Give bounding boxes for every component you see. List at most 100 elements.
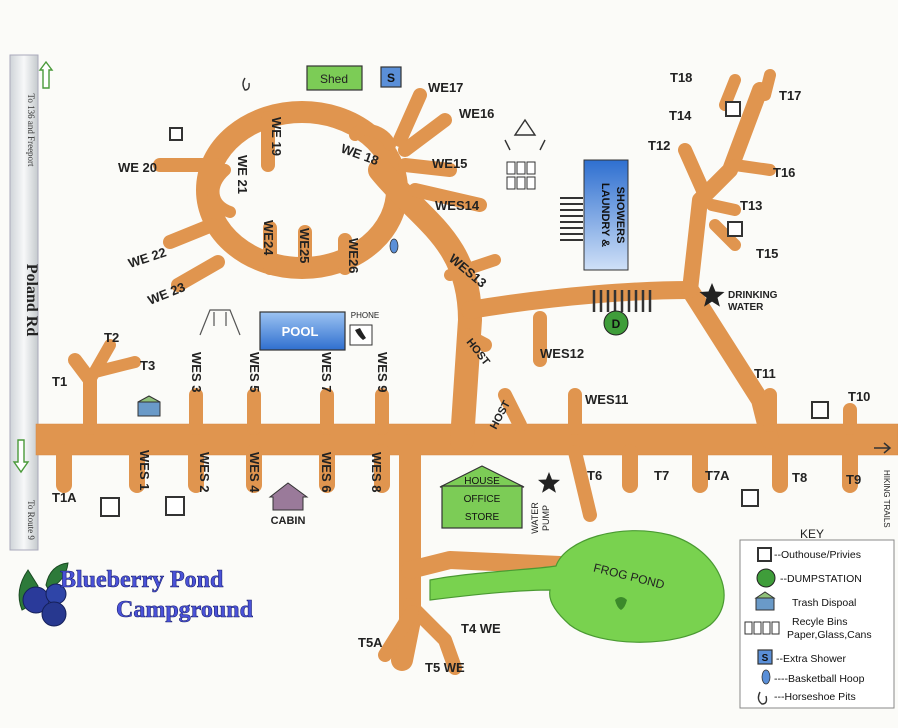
site-we25: WE25 [297, 228, 312, 263]
key-item-horseshoe: ---Horseshoe Pits [774, 691, 856, 703]
site-wes1: WES 1 [137, 450, 152, 490]
shower-letter: S [387, 71, 395, 85]
cabin: CABIN [268, 482, 309, 527]
hiking-label: HIKING TRAILS [882, 470, 891, 528]
road-south-note: To Route 9 [26, 500, 36, 540]
site-t16: T16 [773, 165, 795, 180]
cabin-label: CABIN [271, 515, 306, 527]
trash-disposal-icon [137, 395, 161, 417]
key-item-recycle-2: Paper,Glass,Cans [787, 629, 872, 641]
outhouse-icon [165, 496, 185, 516]
site-t14: T14 [669, 108, 692, 123]
frog-pond: FROG POND [429, 530, 725, 643]
site-we15: WE15 [432, 156, 467, 171]
drinking-water-star-icon [699, 283, 725, 307]
site-we16: WE16 [459, 106, 494, 121]
drinking-label: DRINKING [728, 290, 778, 301]
site-wes2: WES 2 [197, 452, 212, 492]
pool-label: POOL [282, 324, 319, 339]
site-we21: WE 21 [235, 155, 250, 194]
site-wes5: WES 5 [247, 352, 262, 392]
hiking-arrow-icon [874, 442, 892, 454]
outhouse-icons [100, 101, 829, 517]
key-item-recycle-1: Recyle Bins [792, 616, 847, 628]
site-t11: T11 [754, 366, 776, 381]
hiking-trails: HIKING TRAILS [874, 442, 892, 528]
site-t7a: T7A [705, 468, 730, 483]
outhouse-icon [100, 497, 120, 517]
swing-set-icon [199, 309, 241, 336]
shed-label: Shed [320, 72, 348, 86]
site-we26: WE26 [346, 238, 361, 273]
site-wes11: WES11 [585, 392, 628, 407]
site-t8: T8 [792, 470, 807, 485]
key-horseshoe-icon [757, 691, 768, 705]
shed: Shed [306, 65, 363, 91]
extra-shower: S [380, 66, 402, 88]
logo-line-1: Blueberry Pond [60, 567, 224, 593]
site-we19: WE 19 [269, 117, 284, 156]
campground-logo: Blueberry Pond Campground [18, 562, 254, 627]
site-t5: T5 WE [425, 660, 465, 675]
water-pump-label-1: WATER [530, 502, 540, 534]
site-t15: T15 [756, 246, 778, 261]
site-wes4: WES 4 [247, 452, 262, 493]
key-item-dumpstation: --DUMPSTATION [780, 573, 862, 585]
water-pump-label-2: PUMP [541, 505, 551, 531]
drinking-water: DRINKING WATER [699, 283, 778, 313]
house-office-store: HOUSE OFFICE STORE [439, 465, 525, 529]
outhouse-icon [741, 489, 759, 507]
house-label: HOUSE [464, 476, 500, 487]
horseshoe-icon [242, 77, 250, 91]
site-t1: T1 [52, 374, 67, 389]
blueberry-icon [18, 562, 69, 627]
phone-icon [355, 328, 366, 340]
site-t6: T6 [587, 468, 602, 483]
key-item-shower: --Extra Shower [776, 653, 847, 665]
laundry-showers: LAUNDRY & SHOWERS [560, 159, 629, 271]
site-t17: T17 [779, 88, 801, 103]
key-title: KEY [800, 527, 824, 541]
outhouse-icon [169, 127, 183, 141]
frog-icon [615, 597, 627, 610]
office-label: OFFICE [464, 494, 501, 505]
showers-label: SHOWERS [614, 187, 626, 244]
key-outhouse-icon [757, 547, 772, 562]
site-wes12: WES12 [540, 346, 584, 361]
site-t13: T13 [740, 198, 762, 213]
south-arrow-icon [12, 439, 30, 474]
site-we23: WE 23 [146, 279, 188, 308]
key-item-basketball: ----Basketball Hoop [774, 673, 865, 685]
laundry-stairs [560, 197, 583, 241]
laundry-label: LAUNDRY & [599, 183, 611, 247]
site-t3: T3 [140, 358, 155, 373]
road-north-note: To 136 and Freeport [26, 93, 36, 167]
site-wes3: WES 3 [189, 352, 204, 392]
site-wes7: WES 7 [319, 352, 334, 392]
water-pump: WATER PUMP [530, 472, 560, 534]
logo-line-2: Campground [116, 597, 254, 623]
site-t4: T4 WE [461, 621, 501, 636]
road-network [35, 69, 898, 675]
site-t12: T12 [648, 138, 670, 153]
key-shower-icon [757, 649, 773, 665]
site-we20: WE 20 [118, 160, 157, 175]
site-t5a: T5A [358, 635, 383, 650]
key-trash-icon [755, 597, 775, 611]
road-name: Poland Rd [23, 264, 40, 337]
poland-road: Poland Rd To 136 and Freeport To Route 9 [9, 54, 54, 551]
pool: POOL PHONE [259, 311, 379, 351]
site-wes6: WES 6 [319, 452, 334, 492]
phone-label: PHONE [351, 311, 379, 320]
key-basketball-icon [761, 669, 771, 685]
site-t7: T7 [654, 468, 669, 483]
recycle-bins-icon [506, 161, 536, 190]
key-shower-letter: S [762, 653, 769, 664]
north-arrow-icon [38, 60, 54, 89]
site-t10: T10 [848, 389, 870, 404]
site-wes9: WES 9 [375, 352, 390, 392]
key-item-outhouse: --Outhouse/Privies [774, 549, 861, 561]
site-t18: T18 [670, 70, 692, 85]
site-wes8: WES 8 [369, 452, 384, 492]
